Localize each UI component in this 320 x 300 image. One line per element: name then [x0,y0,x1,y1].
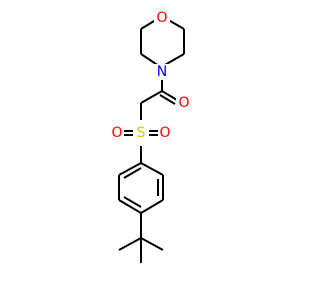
sulfonyl-oxygen-right: O [158,125,172,141]
sulfonyl-bonds [123,130,159,163]
bond-carbonyl-c-ch2 [140,90,163,104]
morpholine-nitrogen-label: N [157,64,167,80]
ring-bond-1 [140,162,164,176]
molecule-canvas: O N O S O O [110,10,192,263]
ring-bond-3 [140,199,164,214]
bond-quaternary-c-methyl-left [118,237,142,251]
sulfonyl-oxygen-left: O [110,125,124,141]
ring-double-upper-left [123,167,142,179]
morpholine-oxygen-label: O [156,10,167,26]
acyl-linker [140,79,178,120]
sulfur-atom: S [133,125,149,141]
bond-carbonyl-double-a [161,90,178,101]
benzene-ring [118,162,164,214]
sulfonyl-oxygen-left-label: O [111,125,122,141]
carbonyl-oxygen-label: O [178,95,189,111]
tert-butyl-group [118,213,164,263]
ring-double-lower-left [123,196,142,208]
carbonyl-oxygen: O [176,95,192,111]
ring-bond-4 [118,199,142,214]
bond-carbonyl-double-b [159,94,176,105]
ring-bond-6 [118,162,142,176]
bond-quaternary-c-methyl-right [140,237,164,251]
atom-labels: O N O S O O [110,10,192,141]
structure-diagram: O N O S O O [110,10,192,263]
morpholine-oxygen: O [154,10,170,26]
morpholine-nitrogen: N [154,64,170,80]
sulfur-label: S [137,125,146,141]
sulfonyl-oxygen-right-label: O [159,125,170,141]
